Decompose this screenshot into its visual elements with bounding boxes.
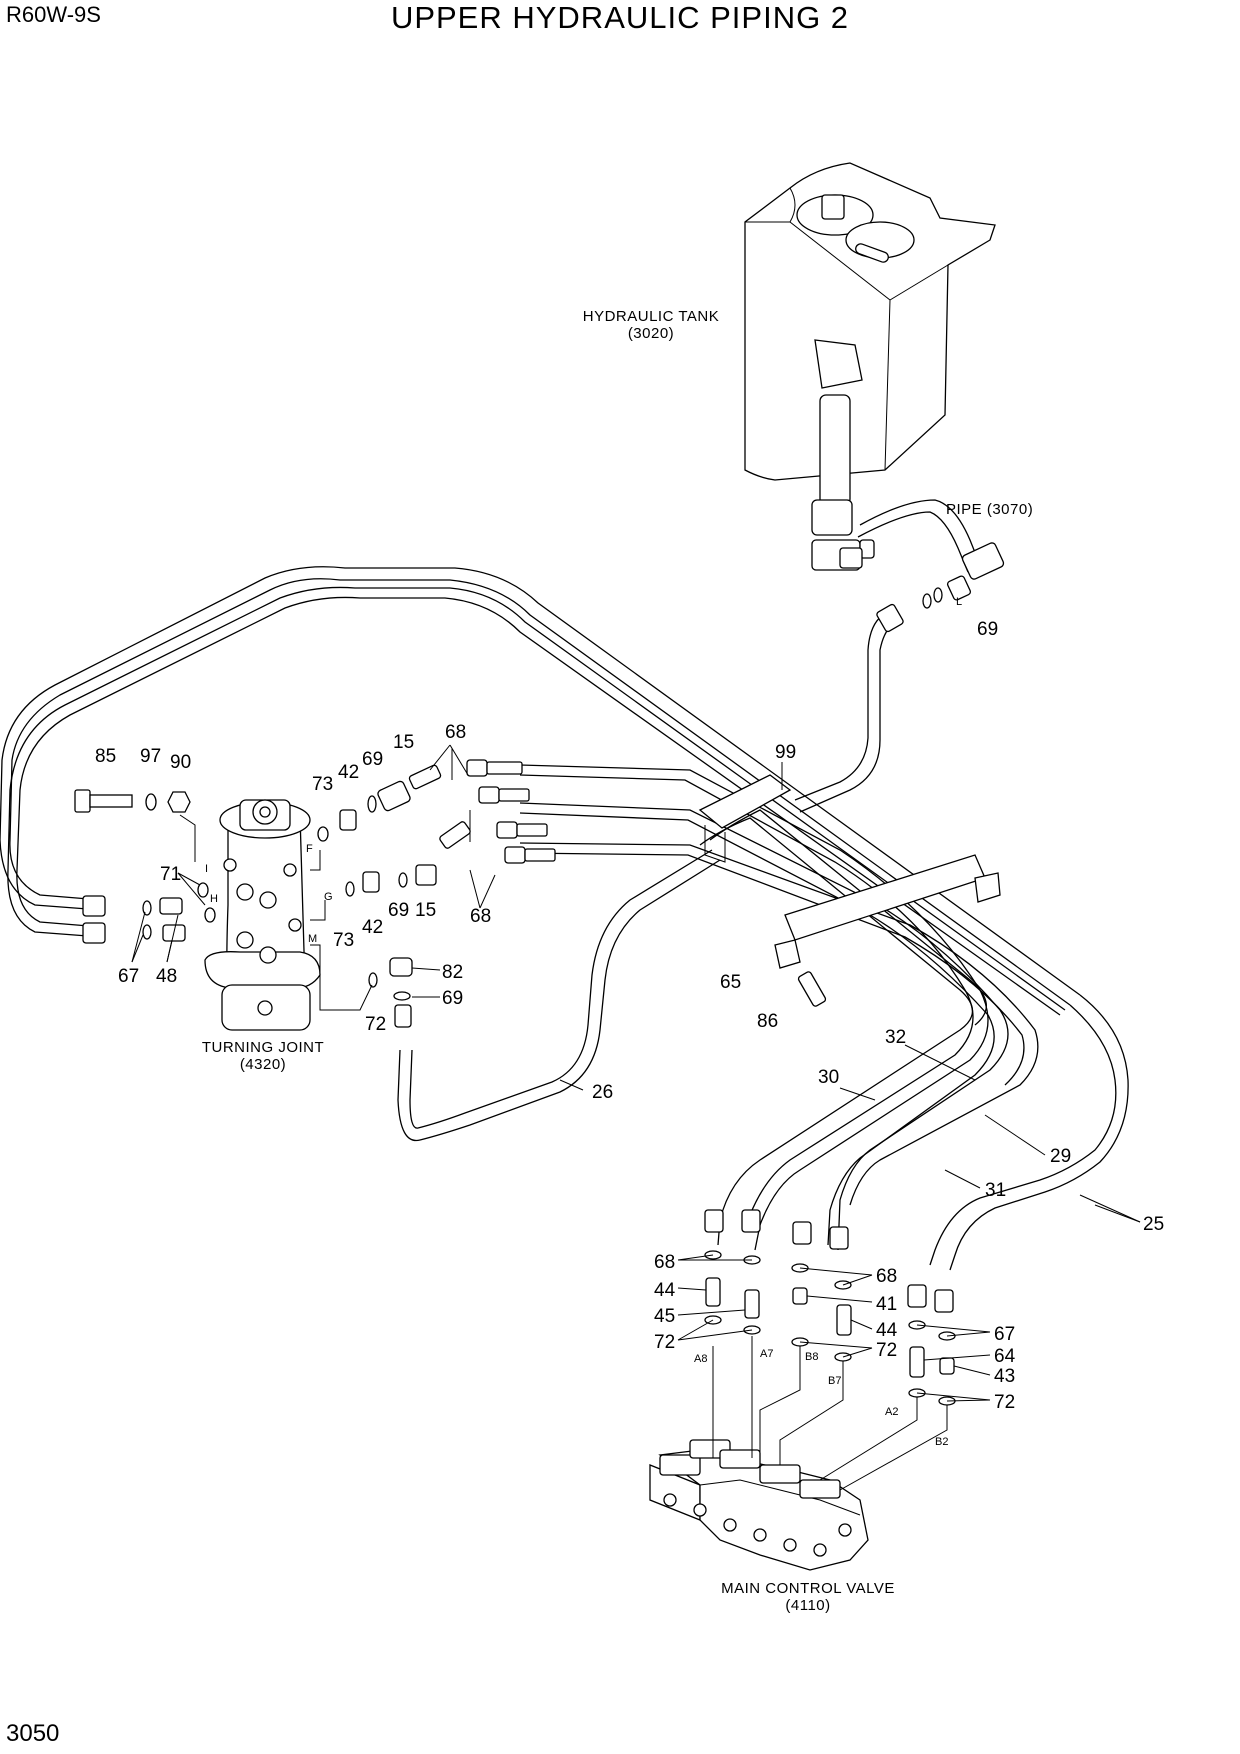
callout-c2: 99 <box>775 742 796 763</box>
callout-c22: 65 <box>720 972 741 993</box>
clamp-65 <box>774 854 1001 1007</box>
callout-c25: 30 <box>818 1067 839 1088</box>
callout-c30: 68 <box>654 1252 675 1273</box>
callout-c20: 69 <box>442 988 463 1009</box>
pipe-3070-drawing <box>857 499 1005 609</box>
model-number: R60W-9S <box>6 2 101 27</box>
port-a7: A7 <box>760 1348 773 1360</box>
pipe-3070-label: PIPE (3070) <box>946 501 1033 518</box>
port-l: L <box>956 596 962 608</box>
callout-c10: 68 <box>445 722 466 743</box>
callout-c41: 72 <box>994 1392 1015 1413</box>
bolt-85-drawing <box>74 789 191 813</box>
callout-c18: 42 <box>362 917 383 938</box>
callout-c8: 69 <box>362 749 383 770</box>
port-f: F <box>306 843 313 855</box>
callout-c15: 15 <box>415 900 436 921</box>
main-control-valve-code: (4110) <box>785 1597 830 1614</box>
callout-c17: 73 <box>333 930 354 951</box>
callout-c7: 42 <box>338 762 359 783</box>
callout-c32: 44 <box>654 1280 676 1301</box>
callout-c35: 44 <box>876 1320 898 1341</box>
main-control-valve-drawing <box>649 1439 869 1571</box>
port-m: M <box>308 933 317 945</box>
turning-joint-drawing <box>204 799 321 1031</box>
callout-c16: 68 <box>470 906 491 927</box>
callout-c36: 72 <box>654 1332 675 1353</box>
callout-c12: 67 <box>118 966 139 987</box>
port-a8: A8 <box>694 1353 707 1365</box>
leader-m <box>310 944 373 1011</box>
callout-leaders <box>131 744 1141 1402</box>
callout-c24: 32 <box>885 1027 906 1048</box>
page-title: UPPER HYDRAULIC PIPING 2 <box>390 0 850 35</box>
callout-c5: 90 <box>170 752 191 773</box>
callout-c39: 64 <box>994 1346 1016 1367</box>
callout-c34: 45 <box>654 1306 675 1327</box>
leader-f <box>310 850 321 871</box>
callout-c9: 15 <box>393 732 414 753</box>
callout-c31: 68 <box>876 1266 897 1287</box>
callout-c27: 29 <box>1050 1146 1071 1167</box>
callout-c40: 43 <box>994 1366 1015 1387</box>
turning-joint-label: TURNING JOINT <box>202 1039 324 1056</box>
port-b7: B7 <box>828 1375 841 1387</box>
callout-c13: 48 <box>156 966 177 987</box>
leader-bolt <box>179 814 196 862</box>
callout-c3: 85 <box>95 746 116 767</box>
callouts: 69 99 85 97 90 73 42 69 15 68 71 67 48 6… <box>95 619 1164 1413</box>
callout-c33: 41 <box>876 1294 897 1315</box>
hydraulic-tank-drawing <box>744 162 996 571</box>
valve-leaders <box>712 1336 948 1491</box>
port-g: G <box>324 891 333 903</box>
callout-c1: 69 <box>977 619 998 640</box>
clamp-99 <box>698 774 792 863</box>
port-labels: L F I H G M A8 A7 B8 B7 A2 B2 <box>205 596 962 1448</box>
hose-bundle <box>0 566 1129 1271</box>
callout-c4: 97 <box>140 746 161 767</box>
main-control-valve-label: MAIN CONTROL VALVE <box>721 1580 895 1597</box>
valve-fittings <box>704 1209 956 1406</box>
leader-g <box>310 900 326 921</box>
hydraulic-tank-code: (3020) <box>628 325 674 342</box>
callout-c14: 69 <box>388 900 409 921</box>
hydraulic-tank-label: HYDRAULIC TANK <box>583 308 719 325</box>
callout-c23: 86 <box>757 1011 778 1032</box>
callout-c29: 25 <box>1143 1214 1164 1235</box>
port-b8: B8 <box>805 1351 818 1363</box>
page-number: 3050 <box>6 1720 60 1747</box>
callout-c6: 73 <box>312 774 333 795</box>
port-a2: A2 <box>885 1406 898 1418</box>
port-b2: B2 <box>935 1436 948 1448</box>
turning-joint-code: (4320) <box>240 1056 286 1073</box>
joint-fittings <box>82 759 556 1028</box>
callout-c21: 72 <box>365 1014 386 1035</box>
callout-c28: 31 <box>985 1180 1006 1201</box>
port-h: H <box>210 893 218 905</box>
callout-c11: 71 <box>160 864 181 885</box>
callout-c38: 67 <box>994 1324 1015 1345</box>
callout-c26: 26 <box>592 1082 613 1103</box>
port-i: I <box>205 863 208 875</box>
callout-c37: 72 <box>876 1340 897 1361</box>
callout-c19: 82 <box>442 962 463 983</box>
